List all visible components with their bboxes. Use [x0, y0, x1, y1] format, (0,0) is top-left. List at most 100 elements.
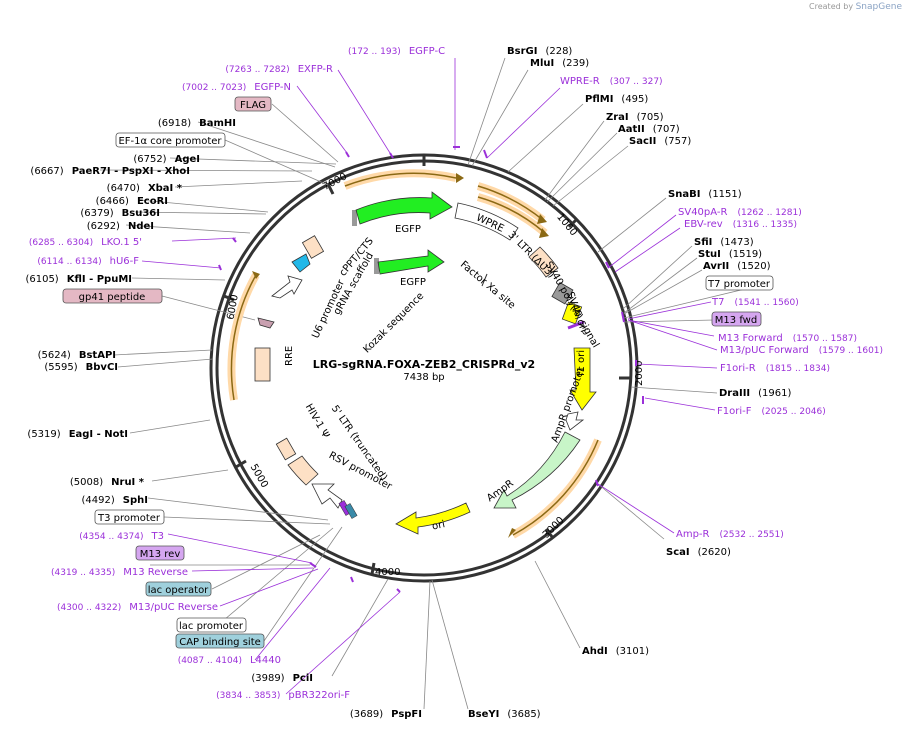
primer-m13-puc-forward-range: (1579 .. 1601)	[819, 346, 883, 356]
svg-text:SnaBI(1151): SnaBI(1151)	[668, 189, 742, 200]
enzyme-ndei: NdeI	[128, 221, 154, 232]
svg-text:SfiI(1473): SfiI(1473)	[694, 237, 754, 248]
primer-t7-range: (1541 .. 1560)	[734, 298, 798, 308]
enzyme-sphi-pos: (4492)	[82, 495, 115, 506]
enzyme-nrui-pos: (5008)	[70, 477, 103, 488]
enzyme-pflmi: PflMI	[585, 94, 613, 105]
label-t3-promoter: T3 promoter	[97, 513, 161, 524]
primer-m13-reverse: M13 Reverse	[123, 567, 188, 578]
feature-label-factor-xa: Factor Xa site	[458, 259, 517, 311]
primer-m13-puc-reverse: M13/pUC Reverse	[129, 602, 218, 613]
primer-t3: T3	[151, 531, 164, 542]
ampr-promoter-arrow	[565, 411, 585, 431]
primer-ebv-rev: EBV-rev	[684, 219, 723, 230]
enzyme-snabi-pos: (1151)	[708, 189, 741, 200]
enzyme-bstapi: BstAPI	[79, 350, 116, 361]
enzyme-zrai: ZraI	[606, 112, 629, 123]
snapgene-watermark: Created by SnapGene	[809, 2, 902, 12]
enzyme-bamhi: BamHI	[199, 118, 236, 129]
ampr-arrow	[493, 431, 581, 509]
label-t7-promoter: T7 promoter	[707, 279, 771, 290]
sv40-polya-box	[551, 282, 574, 305]
sv40-ori-box	[561, 301, 583, 325]
svg-text:(3834 .. 3853)pBR322ori-F: (3834 .. 3853)pBR322ori-F	[216, 690, 350, 701]
enzyme-agei: AgeI	[175, 154, 200, 165]
svg-text:AatII(707): AatII(707)	[618, 124, 680, 135]
feature-label-hivpsi: HIV-1 Ψ	[303, 402, 331, 440]
primer-wpre-r: WPRE-R	[560, 76, 600, 87]
svg-text:(5319)EagI - NotI: (5319)EagI - NotI	[27, 429, 128, 440]
primer-m13-puc-forward: M13/pUC Forward	[720, 345, 809, 356]
feature-label-f1ori: f1 ori	[576, 350, 587, 376]
primer-egfp-c: EGFP-C	[409, 46, 445, 57]
grna-scaffold-arrow	[291, 253, 311, 273]
feature-label-ori: ori	[431, 519, 446, 532]
label-m13-fwd: M13 fwd	[715, 315, 757, 326]
svg-text:StuI(1519): StuI(1519)	[698, 249, 762, 260]
enzyme-xbai: XbaI *	[148, 183, 183, 194]
egfp-outer-arrow	[355, 191, 453, 225]
f1-ori-arrow	[569, 347, 597, 411]
enzyme-avrii: AvrII	[703, 261, 729, 272]
feature-label-rre: RRE	[284, 346, 295, 366]
svg-text:ZraI(705): ZraI (705)	[606, 112, 664, 123]
primer-lko1: LKO.1 5'	[101, 237, 142, 248]
enzyme-bseyi-pos: (3685)	[507, 709, 540, 720]
svg-text:EBV-rev(1316 .. 1335): EBV-rev(1316 .. 1335)	[684, 219, 797, 230]
enzyme-bseyi: BseYI	[468, 709, 499, 720]
svg-text:(5008)NruI *: (5008)NruI *	[70, 477, 145, 488]
ori-arrow	[395, 502, 471, 535]
primer-pbr322ori-f: pBR322ori-F	[288, 690, 350, 701]
svg-text:(7263 .. 7282)EXFP-R: (7263 .. 7282)EXFP-R	[225, 64, 333, 75]
tick-label-4000: 4000	[375, 567, 400, 578]
enzyme-xhoi: PaeR7I - PspXI - XhoI	[72, 166, 190, 177]
svg-text:(4319 .. 4335)M13 Reverse: (4319 .. 4335)M13 Reverse	[51, 567, 188, 578]
enzyme-draiii: DraIII	[719, 388, 750, 399]
feature-label-egfp-inner: EGFP	[400, 277, 426, 288]
primer-sv40pa-r: SV40pA-R	[678, 207, 727, 218]
primer-sv40pa-r-range: (1262 .. 1281)	[737, 208, 801, 218]
primer-amp-r: Amp-R	[676, 529, 710, 540]
svg-text:(172 .. 193)EGFP-C: (172 .. 193) EGFP-C	[348, 46, 445, 57]
enzyme-pspfi-pos: (3689)	[350, 709, 383, 720]
svg-text:(3689)PspFI: (3689) PspFI	[350, 709, 422, 720]
cppt-cts-box	[301, 235, 325, 259]
feature-label-egfp-outer: EGFP	[395, 224, 421, 235]
primer-egfp-c-range: (172 .. 193)	[348, 47, 401, 57]
svg-text:(6470)XbaI *: (6470)XbaI *	[107, 183, 183, 194]
primer-wpre-r-range: (307 .. 327)	[610, 77, 663, 87]
primer-t3-range: (4354 .. 4374)	[79, 532, 143, 542]
svg-text:(6285 .. 6304)LKO.1 5': (6285 .. 6304) LKO.1 5'	[29, 237, 142, 248]
enzyme-bsu36i: Bsu36I	[122, 208, 160, 219]
svg-text:(7002 .. 7023)EGFP-N: (7002 .. 7023)EGFP-N	[182, 82, 291, 93]
svg-text:M13/pUC Forward(1579 .. 1601): M13/pUC Forward (1579 .. 1601)	[720, 345, 883, 356]
enzyme-pcii: PciI	[293, 673, 313, 684]
enzyme-pspfi: PspFI	[391, 709, 422, 720]
primer-t7: T7	[711, 297, 724, 308]
svg-text:(4300 .. 4322)M13/pUC Reverse: (4300 .. 4322)M13/pUC Reverse	[57, 602, 218, 613]
rre-box	[254, 347, 271, 382]
enzyme-ecori-pos: (6466)	[96, 196, 129, 207]
svg-text:DraIII(1961): DraIII (1961)	[719, 388, 792, 399]
rsv-promoter-arrow	[311, 483, 343, 509]
label-lac-operator: lac operator	[148, 585, 209, 596]
watermark-brand: SnapGene	[855, 2, 902, 12]
primer-l4440-range: (4087 .. 4104)	[178, 656, 242, 666]
enzyme-draiii-pos: (1961)	[758, 388, 791, 399]
enzyme-sacii: SacII	[629, 136, 656, 147]
primer-f1ori-f-range: (2025 .. 2046)	[761, 407, 825, 417]
enzyme-zrai-pos: (705)	[637, 112, 664, 123]
primer-f1ori-r-range: (1815 .. 1834)	[766, 364, 830, 374]
enzyme-stui-pos: (1519)	[729, 249, 762, 260]
enzyme-bsu36i-pos: (6379)	[80, 208, 113, 219]
enzyme-sacii-pos: (757)	[664, 136, 691, 147]
enzyme-pcii-pos: (3989)	[251, 673, 284, 684]
watermark-created-by: Created by	[809, 2, 854, 11]
label-cap-binding-site: CAP binding site	[179, 637, 261, 648]
primer-lko1-range: (6285 .. 6304)	[29, 238, 93, 248]
primer-hu6-f-range: (6114 .. 6134)	[37, 257, 101, 267]
label-gp41-peptide: gp41 peptide	[79, 292, 146, 303]
svg-text:(6918)BamHI: (6918)BamHI	[158, 118, 236, 129]
svg-text:WPRE-R(307 .. 327): WPRE-R (307 .. 327)	[560, 76, 663, 87]
svg-text:SV40pA-R(1262 .. 1281): SV40pA-R (1262 .. 1281)	[678, 207, 802, 218]
